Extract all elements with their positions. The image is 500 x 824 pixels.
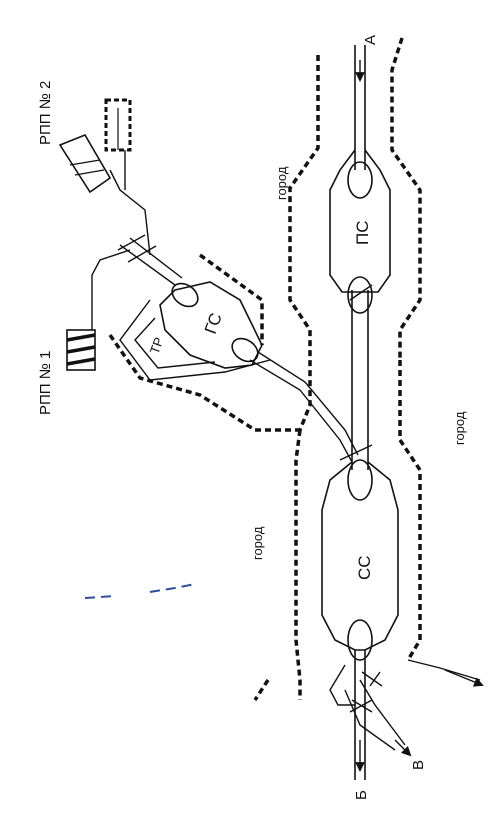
rpp1-hatch-1 — [66, 333, 96, 342]
label-rpp1: РПП № 1 — [37, 351, 54, 415]
main-line — [351, 45, 369, 780]
ps-crossing-mark — [349, 284, 373, 301]
label-tr: ТР — [147, 335, 167, 356]
gs-upper-track-1 — [119, 244, 176, 286]
station-ps-outline — [329, 149, 391, 293]
rpp2-block-diamond — [58, 134, 112, 194]
tr-loop-inner — [134, 317, 216, 369]
boundary-gs-right — [198, 253, 264, 345]
label-b: Б — [353, 790, 370, 800]
label-v: В — [410, 760, 427, 770]
gs-crossing-mark-2 — [127, 245, 157, 263]
station-ps-bottom-neck — [347, 276, 373, 314]
gs-to-main-connector-1 — [249, 359, 353, 463]
tr-loop — [119, 299, 271, 381]
boundary-upper-left — [288, 55, 320, 431]
main-crossing-mark — [339, 444, 373, 461]
branch-v-cross-4 — [361, 671, 383, 687]
rpp2-blocks — [58, 98, 132, 194]
gs-crossing-mark-1 — [117, 234, 146, 251]
branch-v-cross-2 — [349, 699, 373, 713]
rpp2-block-top — [104, 98, 132, 152]
label-rpp2: РПП № 2 — [37, 81, 54, 145]
bottom-right-arrow — [444, 669, 484, 687]
branch-v-line-1 — [359, 679, 406, 746]
boundary-lower-left — [294, 429, 302, 700]
gs-to-main-connector-2 — [257, 351, 359, 456]
rpp2-connector — [109, 169, 151, 256]
label-ps: ПС — [353, 221, 372, 246]
boundary-gs-left — [108, 333, 300, 432]
label-city-top: город — [274, 166, 289, 200]
branch-v-cross-3 — [369, 671, 381, 687]
station-gs — [159, 281, 263, 369]
station-ss-outline — [321, 461, 399, 651]
boundary-bottom-left — [253, 679, 270, 701]
rpp1-hatch-2 — [66, 345, 96, 354]
label-gs: ГС — [201, 310, 226, 336]
city-boundaries — [108, 37, 481, 701]
rpp2-block-diamond-track-1 — [69, 159, 101, 166]
label-city-right: город — [452, 411, 467, 445]
label-a: А — [362, 35, 379, 45]
branch-v — [329, 664, 484, 757]
boundary-bottom-right-tail — [407, 659, 481, 681]
rpp1-block — [66, 329, 96, 371]
rpp2-block-diamond-track-2 — [74, 169, 105, 176]
label-city-left: город — [250, 526, 265, 560]
gs-upper-track-2 — [129, 237, 183, 279]
boundary-lower-right — [398, 360, 422, 661]
labels: А Б В город город город ПС ГС СС ТР РПП … — [37, 35, 467, 800]
station-gs-lower-neck — [231, 337, 259, 363]
branch-v-arrow — [394, 739, 412, 757]
station-gs-upper-neck — [171, 282, 199, 308]
station-ss-top-neck — [347, 459, 373, 501]
station-ps-top-neck — [347, 161, 373, 199]
rpp1-hatch-3 — [66, 357, 96, 366]
station-ps — [329, 149, 391, 314]
connecting-lines — [91, 150, 373, 463]
label-ss: СС — [355, 555, 374, 580]
rpp1-connector — [91, 249, 131, 330]
boundary-upper-right — [390, 37, 422, 360]
branch-v-loop — [329, 664, 355, 706]
branch-v-line-2 — [344, 689, 396, 751]
station-ss-bottom-neck — [347, 619, 373, 661]
station-ss — [321, 459, 399, 661]
station-gs-outline — [159, 281, 263, 369]
blue-scribble-mark — [84, 583, 196, 599]
